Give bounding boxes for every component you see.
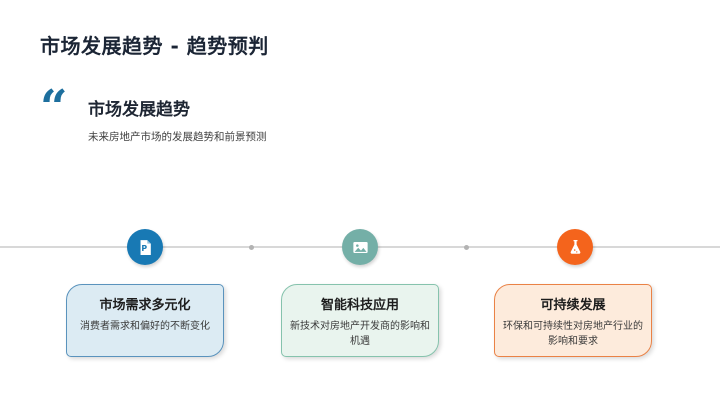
card-title: 可持续发展	[540, 298, 606, 313]
svg-text:P: P	[141, 244, 147, 253]
quote-icon: “	[40, 80, 68, 136]
card-smart-tech: 智能科技应用 新技术对房地产开发商的影响和机遇	[281, 284, 439, 357]
card-body: 新技术对房地产开发商的影响和机遇	[290, 321, 430, 347]
page-title: 市场发展趋势 - 趋势预判	[40, 34, 269, 58]
card-title: 智能科技应用	[320, 298, 399, 313]
timeline-dot	[249, 244, 254, 250]
card-title: 市场需求多元化	[99, 298, 191, 313]
section-subtitle: 未来房地产市场的发展趋势和前景预测	[88, 131, 267, 143]
image-icon	[342, 229, 378, 265]
document-p-icon: P	[127, 229, 163, 265]
card-sustainability: 可持续发展 环保和可持续性对房地产行业的影响和要求	[494, 284, 652, 357]
flask-icon	[557, 229, 593, 265]
card-market-demand: 市场需求多元化 消费者需求和偏好的不断变化	[66, 284, 224, 357]
card-body: 消费者需求和偏好的不断变化	[80, 321, 210, 332]
section-heading: 市场发展趋势	[88, 100, 190, 120]
timeline-dot	[464, 244, 469, 250]
card-body: 环保和可持续性对房地产行业的影响和要求	[503, 321, 643, 347]
